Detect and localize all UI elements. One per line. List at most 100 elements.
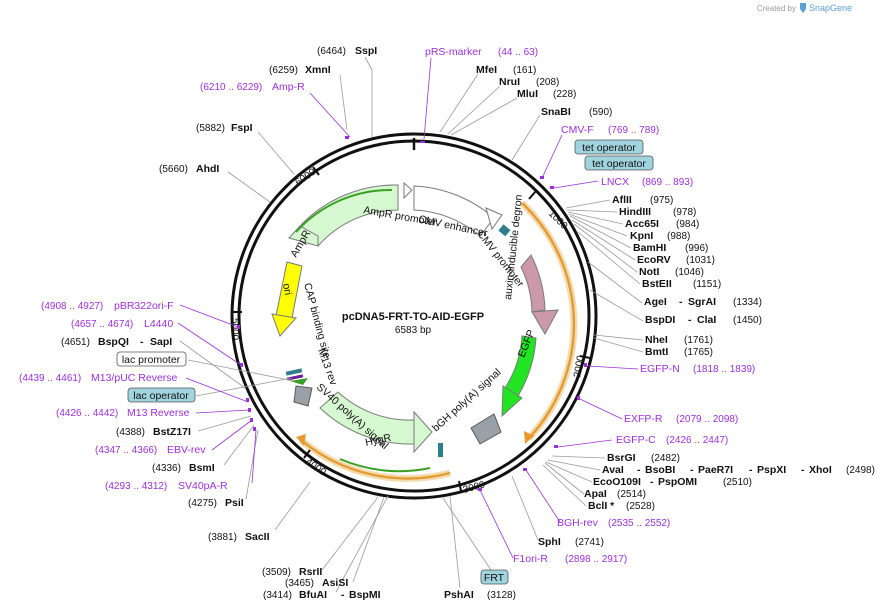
- site-bspdi-name2[interactable]: ClaI: [697, 314, 716, 326]
- site-hind-name[interactable]: HindIII: [619, 206, 651, 218]
- primer-cmvf-range: (769 .. 789): [608, 125, 659, 136]
- primer-marks: [237, 136, 587, 491]
- site-snabi-name[interactable]: SnaBI: [541, 106, 571, 118]
- primer-pbr-name[interactable]: pBR322ori-F: [114, 300, 174, 312]
- lead-eco109: [545, 461, 593, 483]
- site-agei-name[interactable]: AgeI: [644, 296, 667, 308]
- site-bsrgi-pos: (2482): [651, 453, 680, 464]
- site-avai-name4[interactable]: PspXI: [757, 464, 786, 476]
- primer-mark-cmvf: [540, 176, 544, 179]
- site-bsteii-name[interactable]: BstEII: [642, 278, 672, 290]
- tet-operator-2-box[interactable]: [584, 155, 654, 171]
- site-rsrii-pos: (3509): [262, 567, 291, 578]
- site-avai-name[interactable]: AvaI: [602, 464, 624, 476]
- lac-promoter-box[interactable]: [116, 351, 187, 367]
- lead-fsp: [257, 131, 295, 175]
- outer-ring: [230, 132, 598, 500]
- site-afl-name[interactable]: AflII: [612, 194, 632, 206]
- site-eco109-name[interactable]: EcoO109I: [593, 476, 641, 488]
- primer-l4440-name[interactable]: L4440: [144, 318, 173, 330]
- site-bspqi-name[interactable]: BspQI: [98, 336, 129, 348]
- lead-m13r: [195, 409, 250, 414]
- site-xmn-name[interactable]: XmnI: [305, 64, 331, 76]
- lead-agei: [587, 261, 643, 304]
- primer-cmvf-name[interactable]: CMV-F: [561, 124, 594, 136]
- site-ahd-name[interactable]: AhdI: [196, 163, 219, 175]
- site-bspqi-name2[interactable]: SapI: [150, 336, 172, 348]
- primer-ampr-range: (6210 .. 6229): [200, 82, 262, 93]
- site-kpn-name[interactable]: KpnI: [630, 230, 653, 242]
- site-mlu-name[interactable]: MluI: [517, 88, 538, 100]
- site-asisi-name[interactable]: AsiSI: [322, 577, 348, 589]
- lead-lncx: [553, 180, 599, 189]
- plasmid-length: 6583 bp: [395, 325, 432, 336]
- primer-bghrev-range: (2535 .. 2552): [608, 518, 670, 529]
- site-pshai-name[interactable]: PshAI: [444, 589, 474, 601]
- site-rsrii-name[interactable]: RsrII: [299, 566, 322, 578]
- site-bsmi-name[interactable]: BsmI: [189, 462, 215, 474]
- tet-operator-1-box[interactable]: [574, 139, 644, 155]
- ori-arrow-icon: [271, 313, 297, 337]
- primer-ebv-name[interactable]: EBV-rev: [167, 444, 206, 456]
- primer-egfpc-name[interactable]: EGFP-C: [616, 434, 656, 446]
- primer-exfpr-name[interactable]: EXFP-R: [624, 413, 663, 425]
- lead-pshai: [449, 495, 461, 589]
- site-ecorv-name[interactable]: EcoRV: [637, 254, 671, 266]
- primer-prs-name[interactable]: pRS-marker: [425, 46, 482, 58]
- tick-6000-mark: [312, 166, 320, 176]
- lead-asisi: [352, 496, 385, 583]
- lac-operator-mark: [285, 368, 303, 376]
- site-bfuai-name[interactable]: BfuAI: [299, 589, 327, 601]
- site-bfuai-name2[interactable]: BspMI: [349, 589, 381, 601]
- lead-acc: [567, 211, 624, 225]
- site-avai-name2[interactable]: BsoBI: [645, 464, 675, 476]
- sites-top-right: pRS-marker (44 .. 63) MfeI (161) NruI (2…: [425, 46, 659, 136]
- primer-f1ori-name[interactable]: F1ori-R: [513, 553, 548, 565]
- primer-m13puc-range: (4439 .. 4461): [19, 373, 81, 384]
- site-avai-name3[interactable]: PaeR7I: [698, 464, 733, 476]
- lead-xmn: [339, 74, 348, 131]
- primer-m13puc-name[interactable]: M13/pUC Reverse: [91, 372, 178, 384]
- site-eco109-name2[interactable]: PspOMI: [658, 476, 697, 488]
- site-bspdi-name[interactable]: BspDI: [645, 314, 675, 326]
- leader-lines: [177, 56, 644, 593]
- site-nhei-name[interactable]: NheI: [645, 334, 668, 346]
- site-acc-name[interactable]: Acc65I: [625, 218, 659, 230]
- site-agei-name2[interactable]: SgrAI: [688, 296, 716, 308]
- frt-box[interactable]: [480, 569, 509, 585]
- site-avai-sep4: -: [801, 464, 805, 476]
- primer-m13r-range: (4426 .. 4442): [56, 408, 118, 419]
- site-bmti-name[interactable]: BmtI: [645, 346, 668, 358]
- lac-operator-box[interactable]: [127, 387, 196, 403]
- primer-egfpn-name[interactable]: EGFP-N: [640, 363, 680, 375]
- bgh-polya-box: [470, 413, 502, 445]
- primer-sv40pa-name[interactable]: SV40pA-R: [178, 480, 228, 492]
- site-psii-name[interactable]: PsiI: [225, 497, 244, 509]
- site-fsp-name[interactable]: FspI: [231, 122, 253, 134]
- site-apai-name[interactable]: ApaI: [584, 488, 607, 500]
- site-bsteii-pos: (1151): [693, 279, 721, 290]
- site-avai-name5[interactable]: XhoI: [809, 464, 832, 476]
- site-bsrgi-name[interactable]: BsrGI: [607, 452, 636, 464]
- lead-hind: [566, 209, 618, 213]
- primer-lncx-name[interactable]: LNCX: [601, 176, 629, 188]
- site-bam-pos: (996): [685, 243, 708, 254]
- site-nru-name[interactable]: NruI: [499, 76, 520, 88]
- primer-ampr-name[interactable]: Amp-R: [272, 81, 305, 93]
- site-eco109-pos: (2510): [723, 477, 752, 488]
- hygr-label: HygR: [364, 432, 393, 449]
- site-sacii-name[interactable]: SacII: [245, 531, 270, 543]
- lead-snabi: [511, 114, 541, 161]
- site-mfe-name[interactable]: MfeI: [476, 64, 497, 76]
- site-ssp-name[interactable]: SspI: [355, 45, 377, 57]
- primer-m13r-name[interactable]: M13 Reverse: [127, 407, 190, 419]
- site-sphi-name[interactable]: SphI: [538, 536, 561, 548]
- site-noti-name[interactable]: NotI: [639, 266, 659, 278]
- site-bam-name[interactable]: BamHI: [633, 242, 666, 254]
- site-bstz-name[interactable]: BstZ17I: [153, 426, 191, 438]
- primer-l4440-range: (4657 .. 4674): [71, 319, 133, 330]
- tick-4000-mark: [303, 449, 311, 459]
- site-bcli-name[interactable]: BclI *: [588, 500, 615, 512]
- primer-bghrev-name[interactable]: BGH-rev: [557, 517, 599, 529]
